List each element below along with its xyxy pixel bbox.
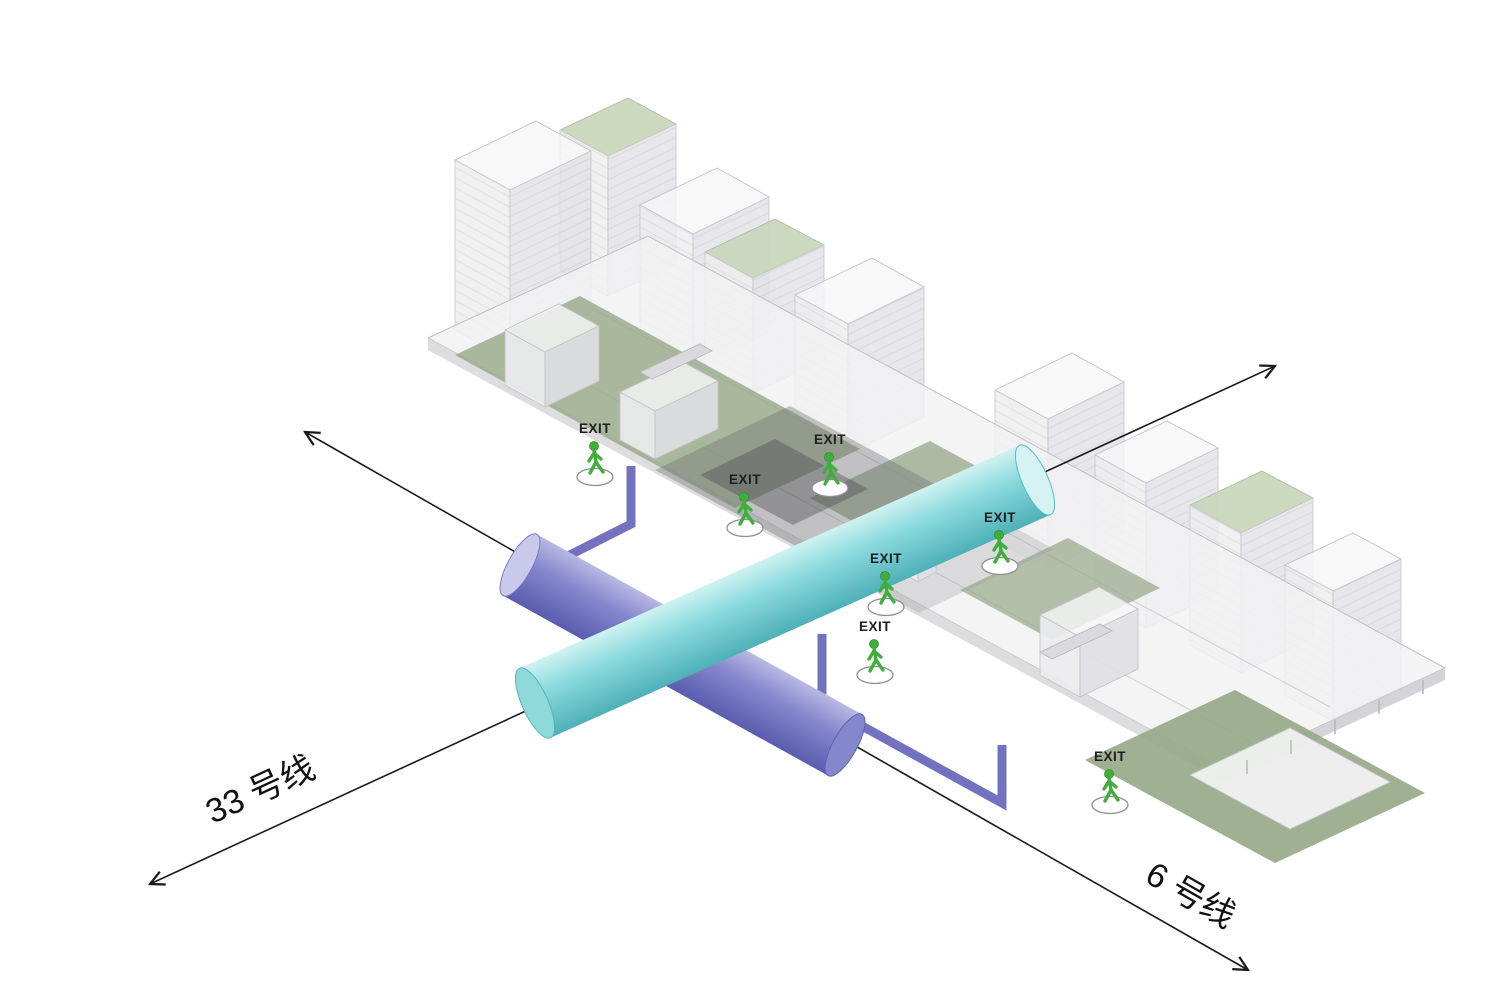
exit-marker: EXIT [1091,749,1129,815]
exit-marker: EXIT [576,421,614,487]
walking-person-icon [992,530,1010,564]
exit-label: EXIT [859,619,891,634]
exit-pad [1091,795,1129,815]
exit-marker: EXIT [856,619,894,685]
exit-markers: EXIT EXIT EXIT [576,421,1129,815]
line-6-label: 6 号线 [1139,855,1242,936]
exit-label: EXIT [579,421,611,436]
walking-person-icon [587,441,605,475]
walking-person-icon [878,571,896,605]
exit-marker: EXIT [811,432,849,498]
exit-marker: EXIT [867,551,905,617]
exit-connector-path [557,466,636,565]
line-33-label: 33 号线 [200,749,321,832]
walking-person-icon [1102,769,1120,803]
exit-marker: EXIT [981,510,1019,576]
metro-tunnel-line-33 [514,444,1056,739]
exit-marker: EXIT [726,472,764,538]
exit-pad [856,665,894,685]
exit-label: EXIT [814,432,846,447]
exit-pad [811,478,849,498]
exit-pad [726,518,764,538]
walking-person-icon [737,492,755,526]
exit-label: EXIT [984,510,1016,525]
tunnel-cap [824,713,866,777]
tunnel-cap [514,667,556,739]
pedestrian-connectors [557,466,1007,811]
tunnel-cap [1014,444,1056,516]
exit-label: EXIT [729,472,761,487]
walking-person-icon [822,452,840,486]
exit-pad [981,556,1019,576]
exit-connector-path [817,634,1007,811]
exit-label: EXIT [1094,749,1126,764]
walking-person-icon [867,639,885,673]
exit-pad [867,597,905,617]
exit-label: EXIT [870,551,902,566]
exit-pad [576,467,614,487]
tunnel-cap [499,533,541,597]
tunnel-body [519,445,1051,738]
